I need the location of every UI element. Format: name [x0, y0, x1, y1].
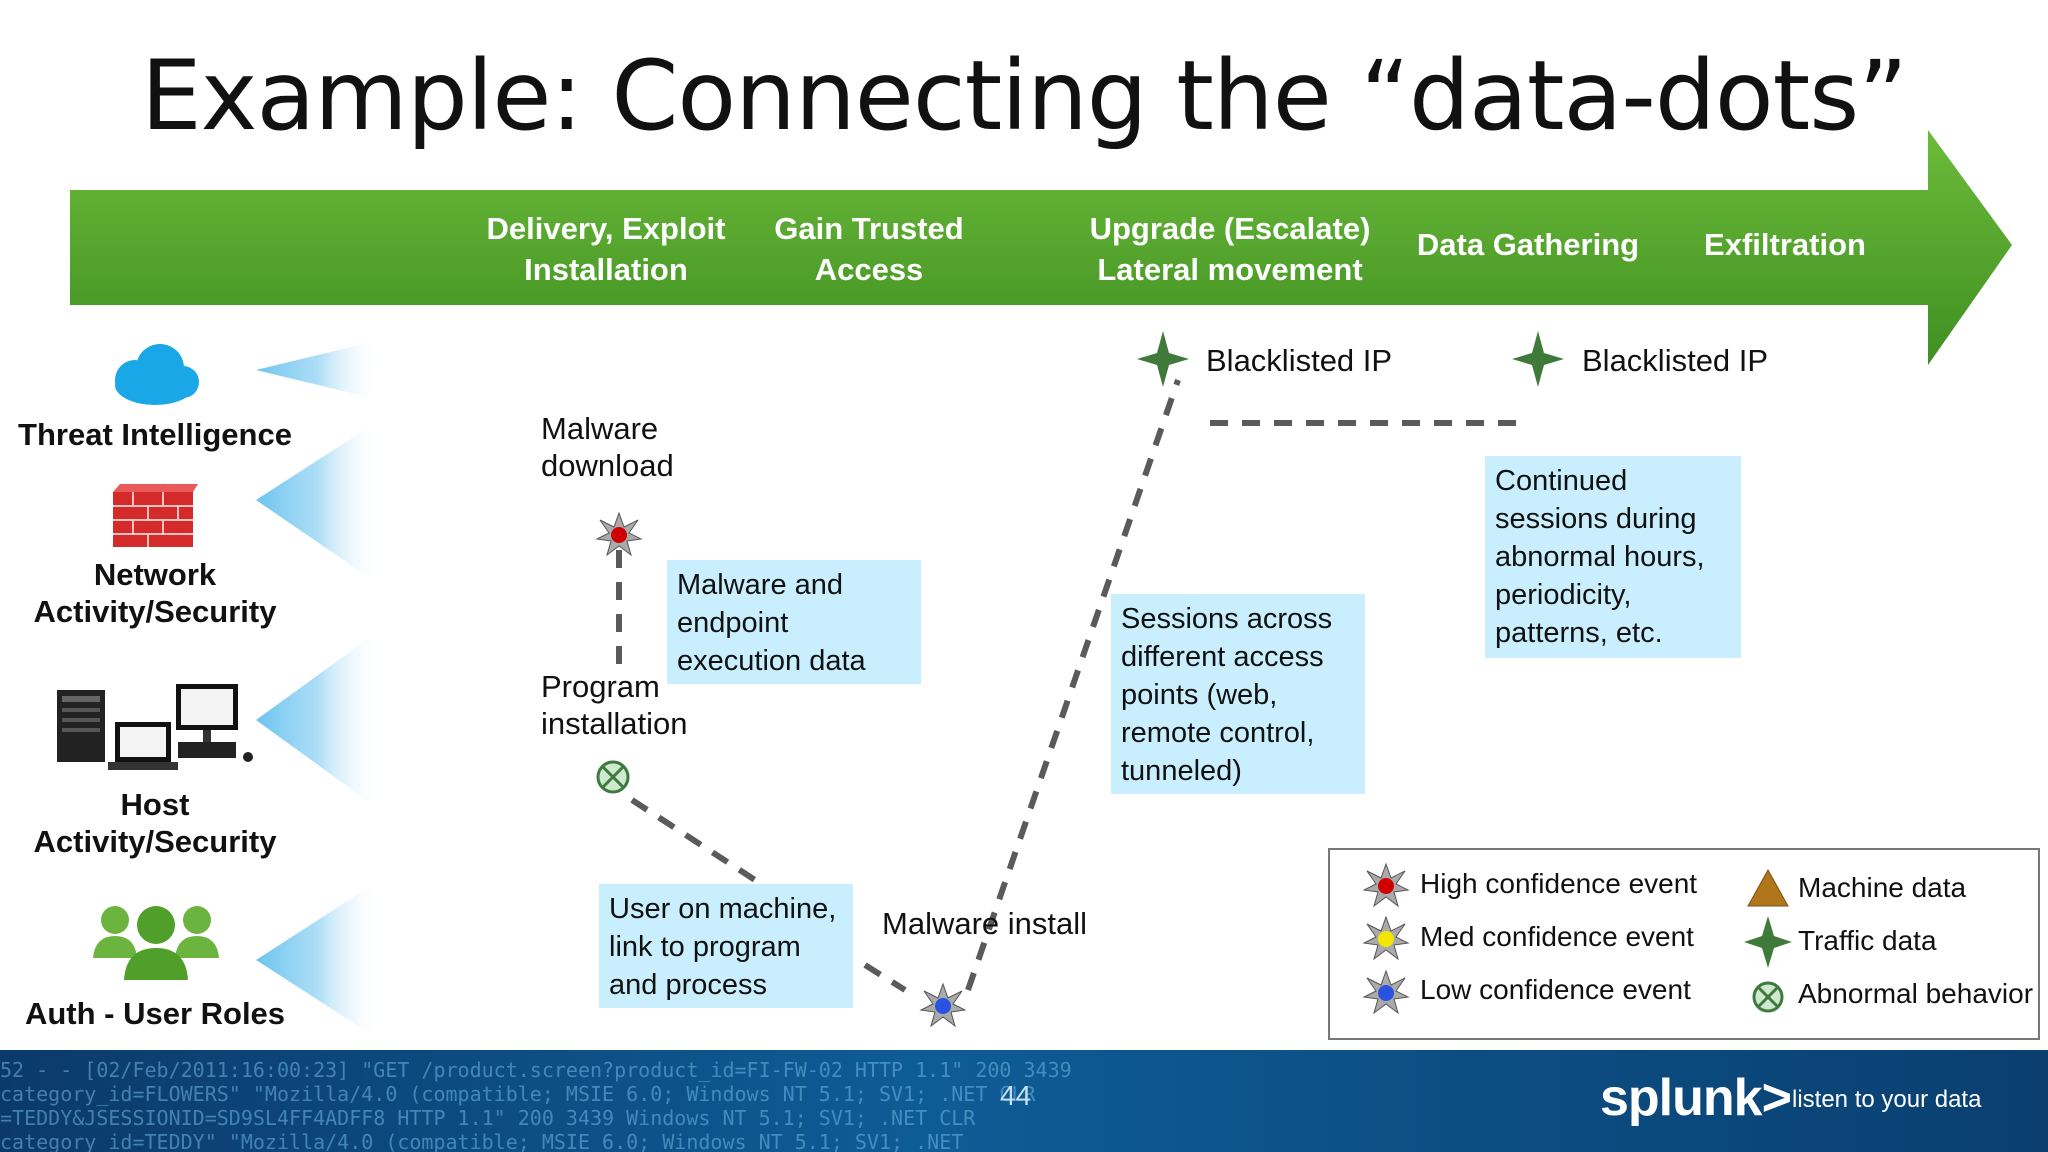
connector-malware-to-ip — [965, 379, 1181, 991]
connector-lines — [616, 379, 1520, 993]
legend-machine-triangle — [1747, 868, 1789, 907]
box-user-on-machine: User on machine, link to program and pro… — [599, 884, 853, 1008]
event-malware-install: Malware install — [882, 906, 1088, 941]
event-blacklisted-ip-1: Blacklisted IP — [1206, 343, 1393, 378]
event-malware-download: Malware download — [541, 411, 674, 483]
page-number: 44 — [1000, 1080, 1032, 1111]
legend-traffic-label: Traffic data — [1798, 925, 1937, 956]
source-fan-threat — [256, 340, 380, 400]
stage-upgrade: Upgrade (Escalate) Lateral movement — [1080, 208, 1380, 290]
traffic-star-2 — [1512, 331, 1564, 387]
source-host-activity: Host Activity/Security — [33, 787, 277, 859]
box-endpoint-data: Malware and endpoint execution data — [667, 560, 921, 684]
box-continued-sessions: Continued sessions during abnormal hours… — [1485, 456, 1741, 658]
stage-delivery-line2: Installation — [524, 252, 688, 287]
legend-icons — [1362, 862, 1792, 1015]
stage-gain-access: Gain Trusted Access — [758, 208, 980, 290]
legend-med-star — [1362, 915, 1410, 961]
computers-icon — [57, 684, 253, 770]
low-confidence-star — [919, 982, 967, 1028]
footer-band: 52 - - [02/Feb/2011:16:00:23] "GET /prod… — [0, 1050, 2048, 1152]
cloud-icon — [115, 344, 199, 405]
splunk-logo: splunk> — [1600, 1069, 1792, 1127]
stage-upgrade-line1: Upgrade (Escalate) — [1089, 211, 1371, 246]
high-confidence-star — [595, 511, 643, 557]
event-blacklisted-ip-2: Blacklisted IP — [1582, 343, 1769, 378]
abnormal-behavior-marker — [596, 760, 630, 794]
legend-low-label: Low confidence event — [1420, 974, 1691, 1005]
legend-med-label: Med confidence event — [1420, 921, 1694, 952]
connector-program-to-user — [630, 797, 757, 883]
traffic-star-1 — [1137, 331, 1189, 387]
kill-chain-arrow — [70, 130, 2012, 365]
stage-gain-access-line2: Access — [814, 252, 924, 287]
source-network-activity: Network Activity/Security — [33, 557, 277, 629]
source-auth-user-roles: Auth - User Roles — [24, 996, 286, 1031]
legend-traffic-star — [1744, 916, 1792, 968]
source-threat-intelligence: Threat Intelligence — [18, 417, 292, 452]
legend-abnormal-marker — [1752, 981, 1784, 1013]
stage-delivery: Delivery, Exploit Installation — [475, 208, 737, 290]
legend-high-label: High confidence event — [1420, 868, 1698, 899]
legend-machine-label: Machine data — [1798, 872, 1967, 903]
stage-gain-access-line1: Gain Trusted — [774, 211, 964, 246]
legend: High confidence event Med confidence eve… — [1328, 848, 2040, 1040]
users-icon — [93, 906, 219, 980]
slide-title: Example: Connecting the “data-dots” — [141, 40, 1908, 152]
stage-exfiltration: Exfiltration — [1704, 227, 1866, 262]
source-fan-auth — [256, 880, 380, 1040]
stage-upgrade-line2: Lateral movement — [1097, 252, 1363, 287]
stage-delivery-line1: Delivery, Exploit — [486, 211, 726, 246]
connector-user-to-malware — [863, 962, 907, 993]
legend-low-star — [1362, 969, 1410, 1015]
firewall-icon — [113, 484, 198, 547]
source-fan-network — [256, 420, 380, 585]
tagline: listen to your data — [1792, 1086, 1982, 1113]
legend-abnormal-label: Abnormal behavior — [1798, 978, 2034, 1009]
event-program-installation: Program installation — [541, 669, 688, 741]
box-sessions: Sessions across different access points … — [1111, 594, 1365, 794]
source-fan-host — [256, 630, 380, 810]
legend-high-star — [1362, 862, 1410, 908]
stage-data-gathering: Data Gathering — [1416, 227, 1640, 262]
